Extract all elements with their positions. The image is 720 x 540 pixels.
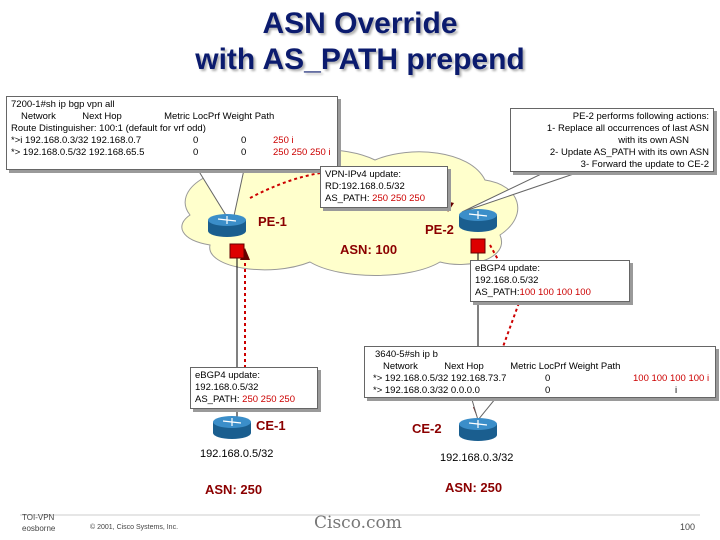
page-number: 100 — [680, 522, 696, 532]
ce2-row2-path: i — [675, 385, 678, 396]
ce2-route-row-2: *> 192.168.0.3/32 0.0.0.0 0 i — [369, 385, 711, 397]
ce1-network: 192.168.0.5/32 — [200, 448, 274, 460]
ce2-row2-prefix: *> 192.168.0.3/32 0.0.0.0 — [373, 385, 480, 396]
router-ce2 — [459, 418, 497, 441]
title-line-1: ASN Override — [262, 7, 458, 40]
vpn-update-rd: RD:192.168.0.5/32 — [325, 181, 405, 192]
pe2-action-1-cont: with its own ASN — [618, 135, 689, 146]
ce2-asn-label: ASN: 250 — [445, 480, 503, 495]
pe1-row1-prefix: *>i 192.168.0.3/32 192.168.0.7 — [11, 135, 142, 146]
pe1-route-distinguisher: Route Distinguisher: 100:1 (default for … — [11, 123, 206, 134]
pe2-action-2: 2- Update AS_PATH with its own ASN — [549, 147, 709, 158]
ebgp-update-box-left: eBGP4 update: 192.168.0.5/32 AS_PATH: 25… — [190, 367, 318, 409]
footer-author: eosborne — [22, 524, 56, 533]
pe2-interface — [470, 238, 486, 254]
ce2-row2-metric: 0 — [545, 385, 551, 396]
pe2-action-3: 3- Forward the update to CE-2 — [580, 159, 709, 170]
ce2-network: 192.168.0.3/32 — [440, 452, 514, 464]
vpn-aspath-label: AS_PATH: — [325, 193, 373, 204]
pe1-row2-locprf: 0 — [241, 147, 247, 158]
ce2-row1-prefix: *> 192.168.0.5/32 192.168.73.7 — [373, 373, 507, 384]
pe1-row1-path: 250 i — [273, 135, 294, 146]
cisco-logo: Cisco.com — [314, 513, 402, 533]
router-ce1 — [213, 416, 251, 439]
ebgp-right-prefix: 192.168.0.5/32 — [475, 275, 539, 286]
ce1-asn-label: ASN: 250 — [205, 482, 263, 497]
ebgp-update-box-right: eBGP4 update: 192.168.0.5/32 AS_PATH:100… — [470, 260, 630, 302]
pe1-interface — [229, 243, 245, 259]
ebgp-right-aspath-value: 100 100 100 100 — [519, 287, 591, 298]
pe2-label: PE-2 — [425, 222, 454, 237]
ebgp-left-prefix: 192.168.0.5/32 — [195, 382, 259, 393]
pe1-table-header: Network Next Hop Metric LocPrf Weight Pa… — [21, 111, 275, 122]
ce2-label: CE-2 — [412, 421, 442, 436]
ebgp-left-aspath-label: AS_PATH: — [195, 394, 243, 405]
pe1-route-row-1: *>i 192.168.0.3/32 192.168.0.7 0 0 250 i — [11, 135, 333, 147]
ebgp-right-heading: eBGP4 update: — [475, 263, 540, 274]
router-pe1 — [208, 214, 246, 237]
pe1-row2-path: 250 250 250 i — [273, 147, 331, 158]
pe1-row2-metric: 0 — [193, 147, 199, 158]
pe1-bgp-output-box: 7200-1#sh ip bgp vpn all Network Next Ho… — [6, 96, 338, 170]
pe1-route-row-2: *> 192.168.0.5/32 192.168.65.5 0 0 250 250 … — [11, 147, 333, 159]
ce2-row1-metric: 0 — [545, 373, 551, 384]
ce2-route-row-1: *> 192.168.0.5/32 192.168.73.7 0 100 100 1… — [369, 373, 711, 385]
core-asn-label: ASN: 100 — [340, 242, 398, 257]
pe2-actions-box: PE-2 performs following actions: 1- Repl… — [510, 108, 714, 172]
pe2-actions-heading: PE-2 performs following actions: — [572, 111, 709, 122]
ebgp-left-aspath: AS_PATH: 250 250 250 — [195, 394, 313, 406]
ce2-prompt: 3640-5#sh ip b — [375, 349, 438, 360]
title-line-2: with AS_PATH prepend — [195, 43, 525, 76]
ce2-table-header: Network Next Hop Metric LocPrf Weight Pa… — [383, 361, 621, 372]
ebgp-left-aspath-value: 250 250 250 — [242, 394, 296, 405]
pe1-row1-locprf: 0 — [241, 135, 247, 146]
pe1-label: PE-1 — [258, 214, 287, 229]
vpn-update-aspath: AS_PATH: 250 250 250 — [325, 193, 443, 205]
router-pe2 — [459, 209, 497, 232]
ce2-bgp-output-box: 3640-5#sh ip b Network Next Hop Metric L… — [364, 346, 716, 398]
ce2-row1-path: 100 100 100 100 i — [633, 373, 710, 384]
vpn-ipv4-update-box: VPN-IPv4 update: RD:192.168.0.5/32 AS_PA… — [320, 166, 448, 208]
footer-course: TOI-VPN — [22, 513, 55, 522]
vpn-update-heading: VPN-IPv4 update: — [325, 169, 402, 180]
vpn-aspath-value: 250 250 250 — [372, 193, 426, 204]
pe1-row1-metric: 0 — [193, 135, 199, 146]
ebgp-left-heading: eBGP4 update: — [195, 370, 260, 381]
ebgp-right-aspath: AS_PATH:100 100 100 100 — [475, 287, 625, 299]
pe1-prompt: 7200-1#sh ip bgp vpn all — [11, 99, 115, 110]
ebgp-right-aspath-label: AS_PATH: — [475, 287, 520, 298]
ce1-label: CE-1 — [256, 418, 286, 433]
pe1-row2-prefix: *> 192.168.0.5/32 192.168.65.5 — [11, 147, 145, 158]
pe2-action-1: 1- Replace all occurrences of last ASN — [546, 123, 709, 134]
footer-copyright: © 2001, Cisco Systems, Inc. — [90, 524, 179, 531]
